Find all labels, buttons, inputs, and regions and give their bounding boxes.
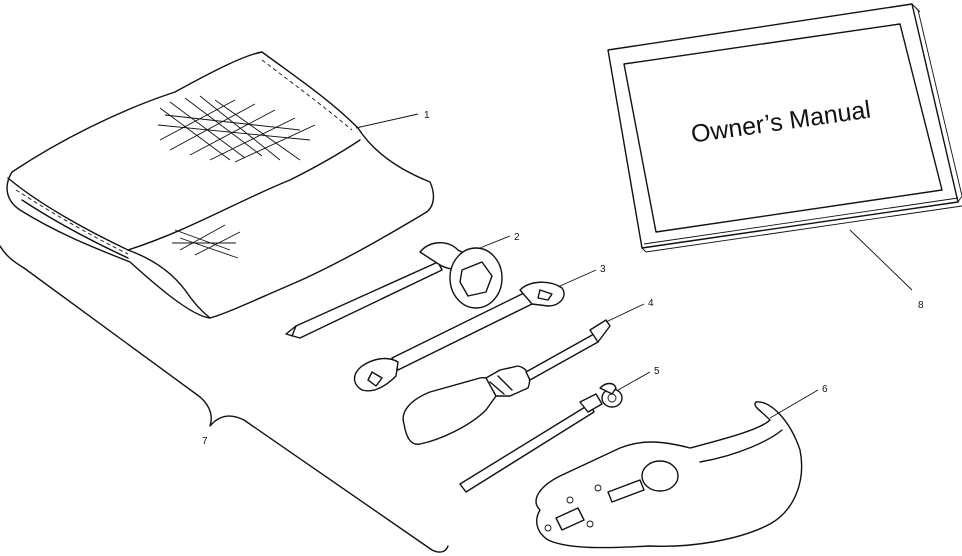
extension-bar [459, 382, 623, 493]
tool-kit-bracket-outline [0, 245, 449, 553]
spanner-wrench [535, 401, 803, 549]
callout-6: 6 [822, 384, 828, 395]
callout-3: 3 [600, 264, 606, 275]
callout-4: 4 [648, 298, 654, 309]
callout-1: 1 [424, 110, 430, 121]
screwdriver [402, 319, 611, 445]
open-end-wrench [353, 281, 565, 392]
leader-lines [355, 113, 913, 419]
callout-7: 7 [202, 436, 208, 447]
owners-manual-book: Owner’s Manual [607, 3, 962, 253]
callout-5: 5 [654, 366, 660, 377]
callout-labels: 1 2 3 4 5 6 7 8 [202, 110, 924, 447]
pouch-texture [157, 95, 316, 259]
spark-plug-wrench [285, 242, 503, 339]
callout-2: 2 [514, 232, 520, 243]
tool-pouch [6, 51, 435, 319]
callout-8: 8 [918, 300, 924, 311]
